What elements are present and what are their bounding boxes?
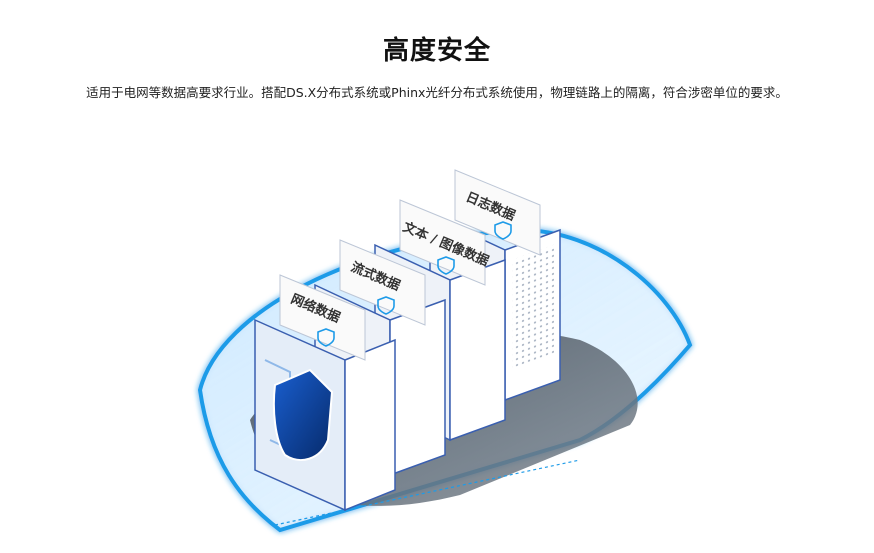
shield-icon — [317, 328, 335, 347]
shield-icon — [272, 368, 334, 461]
page-description: 适用于电网等数据高要求行业。搭配DS.X分布式系统或Phinx光纤分布式系统使用… — [86, 85, 788, 100]
page-title: 高度安全 — [382, 36, 491, 66]
security-illustration: 日志数据 文本 / 图像数据 流式数据 网络数据 — [197, 169, 693, 533]
shield-icon — [377, 296, 395, 315]
shield-icon — [494, 221, 512, 240]
server-network-data — [254, 274, 396, 512]
shield-icon — [437, 256, 455, 275]
